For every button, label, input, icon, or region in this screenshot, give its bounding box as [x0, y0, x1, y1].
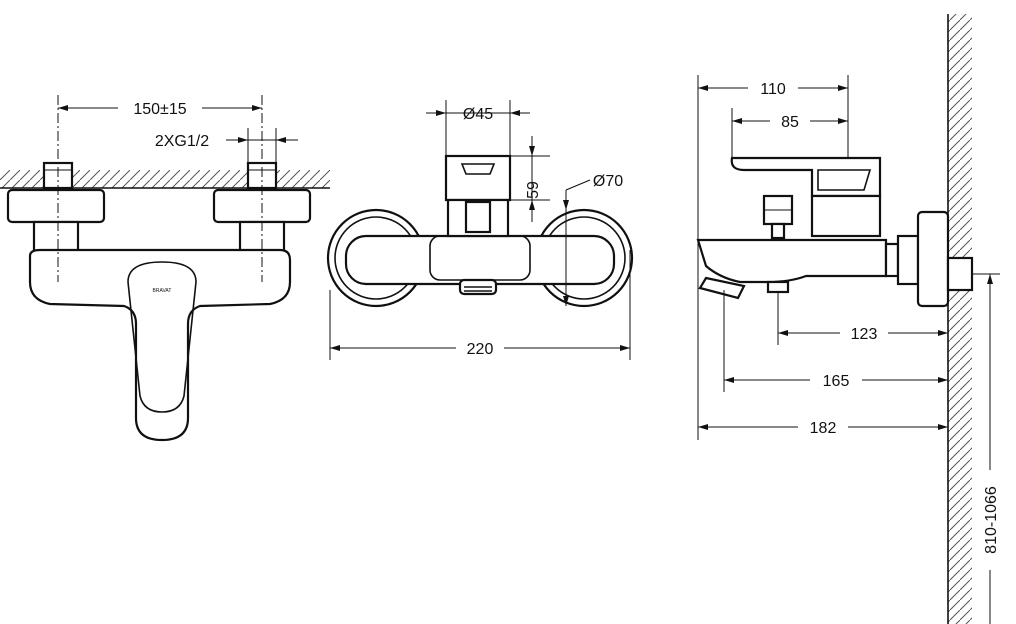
side-view: Ø45 59 Ø70 220 [326, 100, 634, 360]
dim-mount-height: 810-1066 [983, 486, 1000, 554]
dim-flange-diameter: Ø70 [593, 173, 623, 190]
dim-depth-110: 110 [760, 81, 786, 98]
dim-outlet-diameter: Ø45 [463, 106, 493, 123]
dim-projection-165: 165 [823, 373, 850, 390]
lever-outline [127, 261, 197, 413]
dim-projection-182: 182 [810, 420, 837, 437]
dim-width: 220 [467, 341, 494, 358]
profile-view: 110 85 123 165 182 810-1066 [696, 14, 1000, 624]
dim-height: 59 [525, 181, 542, 199]
dim-spacing: 150±15 [133, 101, 186, 118]
dim-depth-85: 85 [781, 114, 799, 131]
front-view: BRAVAT 150±15 2XG1/2 [0, 95, 330, 442]
dim-projection-123: 123 [851, 326, 878, 343]
wall-hatch-right [948, 14, 972, 624]
dim-thread: 2XG1/2 [155, 133, 209, 150]
front-body [28, 248, 292, 442]
brand-logo: BRAVAT [153, 288, 172, 294]
